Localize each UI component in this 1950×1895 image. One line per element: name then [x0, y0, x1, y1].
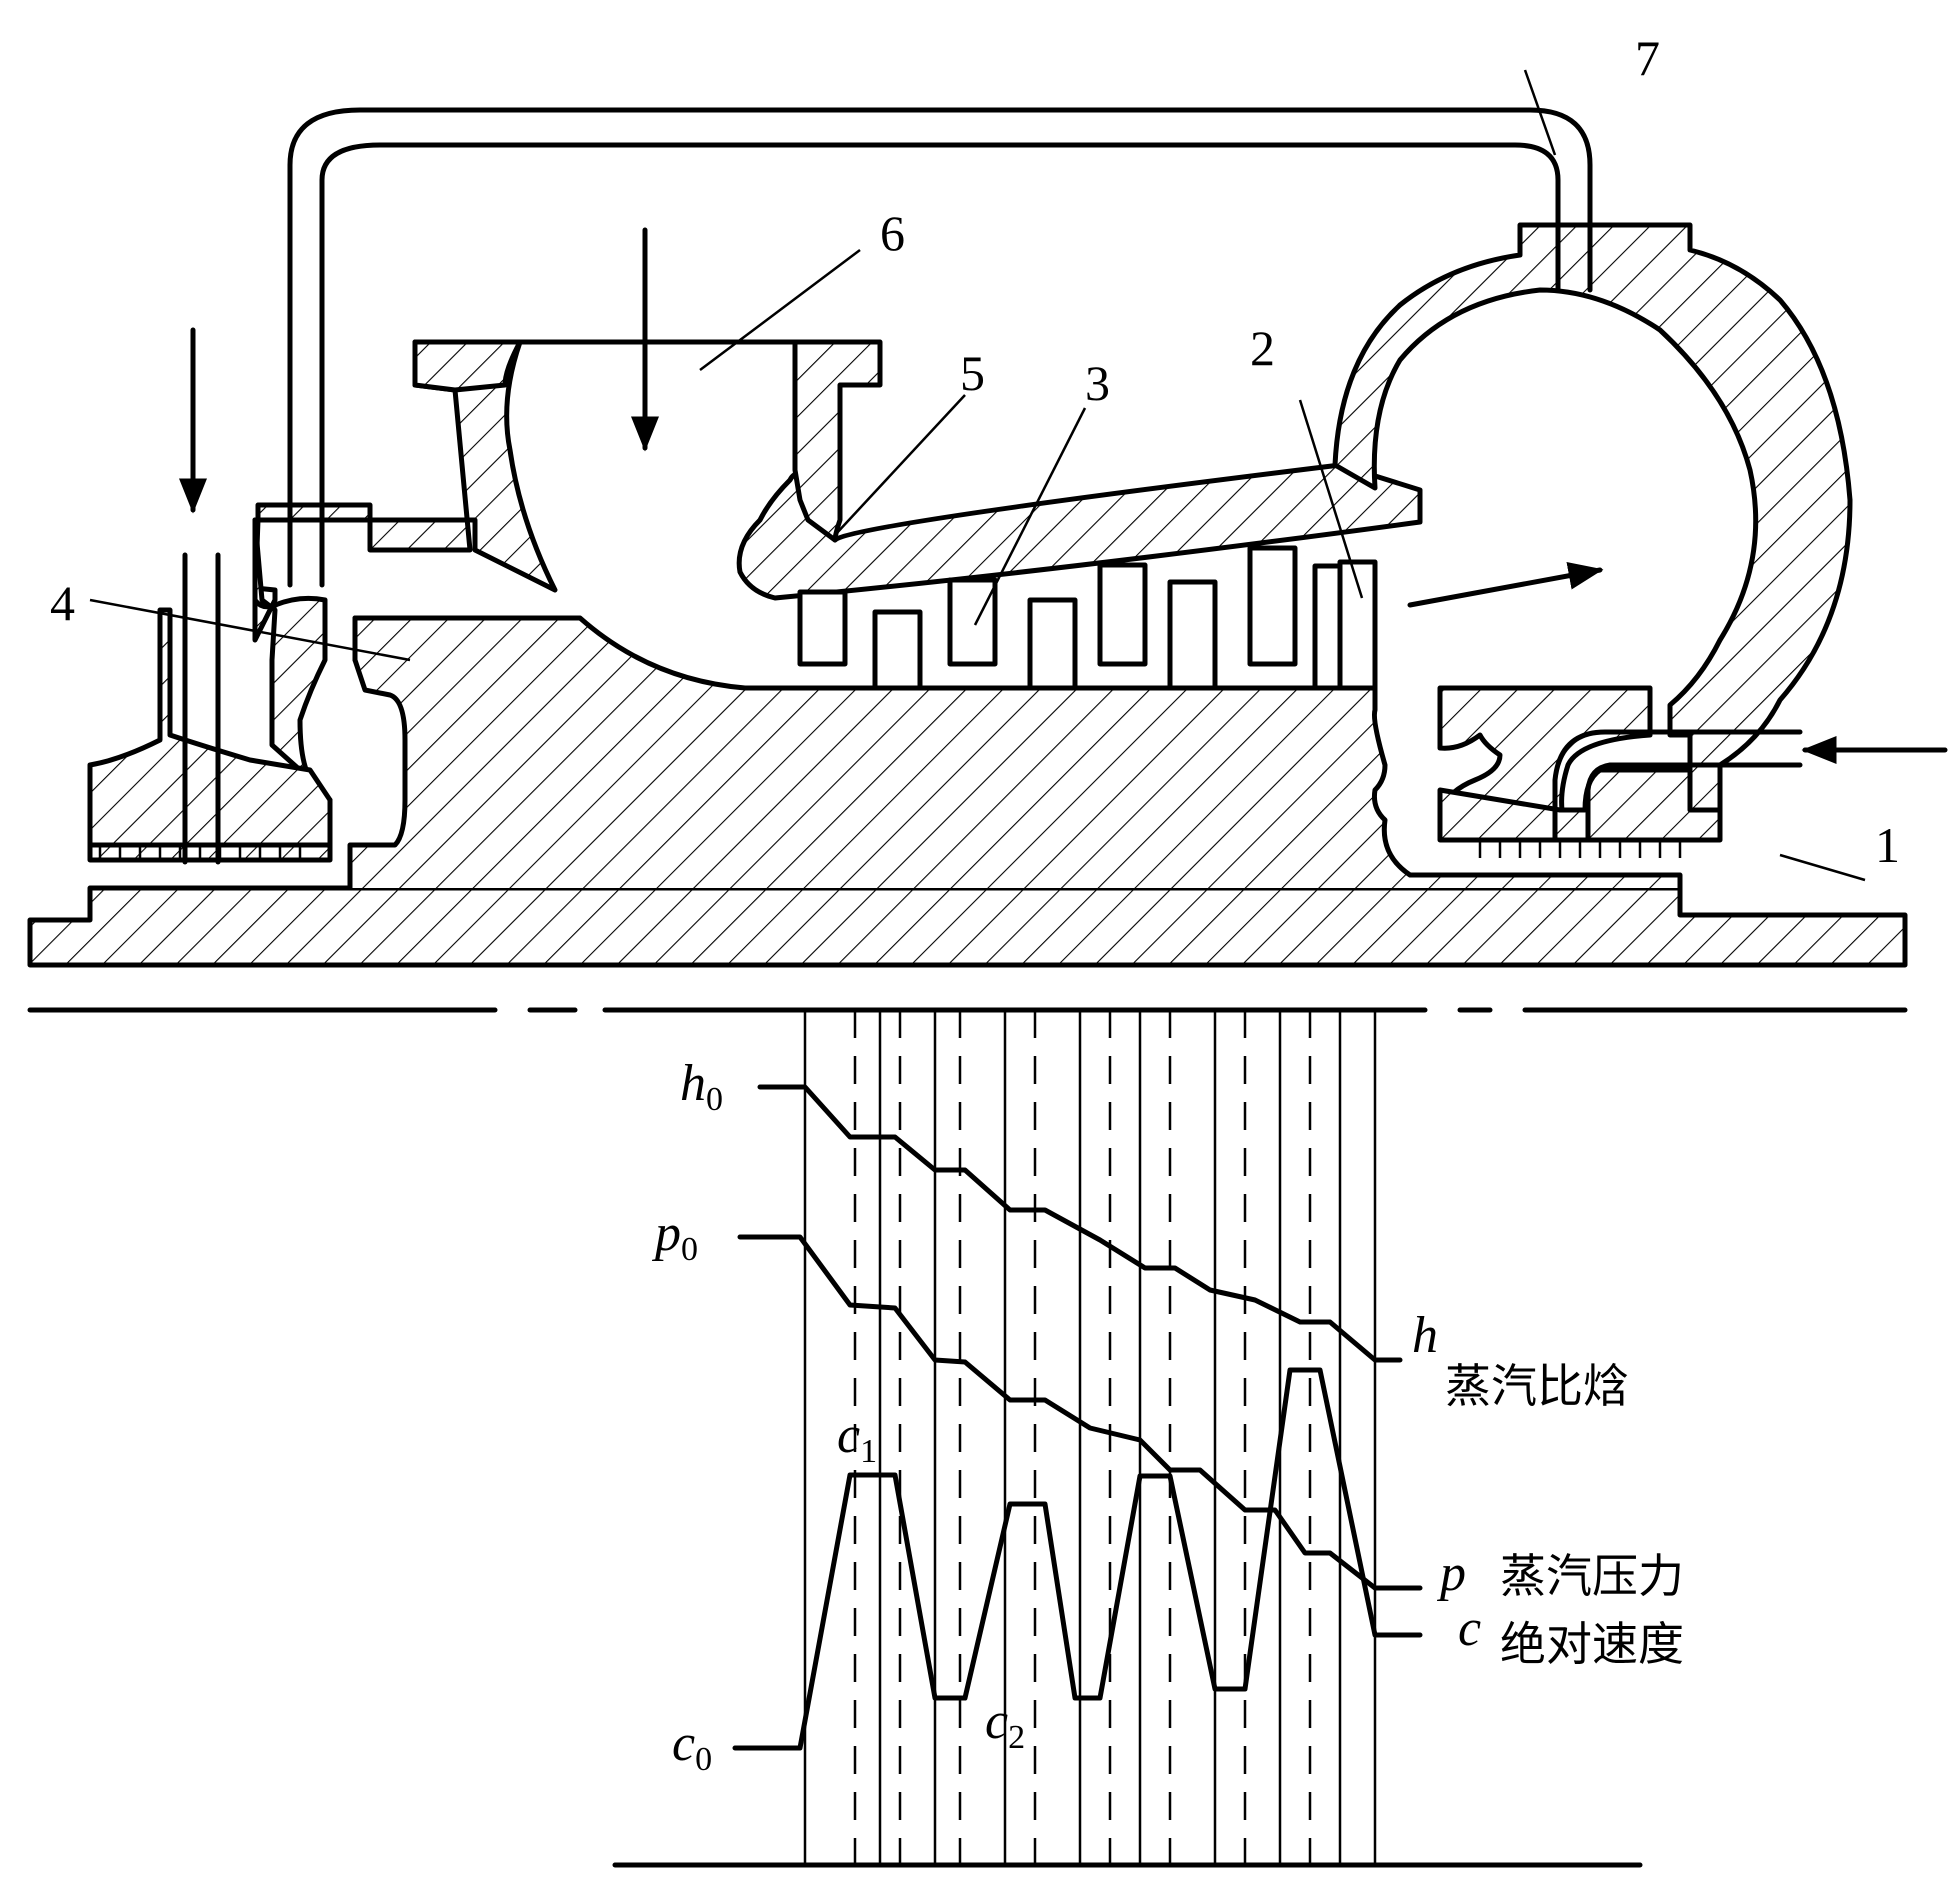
balance-pipe-outer: [287, 107, 1593, 588]
caption-h: 蒸汽比焓: [1445, 1359, 1629, 1413]
label-6: 6: [880, 205, 905, 261]
left-gland-seal: [87, 607, 333, 848]
label-c: c: [1458, 1600, 1481, 1657]
part-labels: 1 2 3 4 5 6 7: [50, 30, 1900, 873]
label-p0: p0: [651, 1205, 698, 1268]
right-gland-teeth: [1478, 840, 1682, 858]
label-4: 4: [50, 575, 75, 631]
label-7: 7: [1635, 30, 1660, 86]
label-p: p: [1436, 1545, 1466, 1602]
pressure-curve: [737, 1234, 1423, 1591]
right-gland-seal: [1437, 685, 1653, 813]
exhaust-arrow: [1407, 561, 1604, 608]
label-c2: c2: [985, 1693, 1025, 1756]
gland-steam-pipe-inner: [1585, 762, 1803, 843]
steam-inlet-left-wall: [252, 339, 558, 643]
shaft: [27, 885, 1908, 968]
gland-steam-pipe: [1552, 729, 1803, 843]
label-c0: c0: [672, 1715, 712, 1778]
label-h: h: [1412, 1307, 1438, 1364]
label-2: 2: [1250, 320, 1275, 376]
distribution-chart: [612, 1010, 1643, 1868]
leader-lines: [89, 69, 1866, 882]
label-c1: c1: [837, 1407, 877, 1470]
chart-labels: h0 p0 c0 c1 c2 h 蒸汽比焓 p 蒸汽压力 c 绝对速度: [651, 1055, 1684, 1778]
turbine-section: [27, 69, 1948, 968]
label-1: 1: [1875, 817, 1900, 873]
steam-inlet-flange-left: [412, 339, 523, 393]
steam-inlet-right-wall: [792, 339, 883, 543]
caption-c: 绝对速度: [1500, 1617, 1684, 1671]
enthalpy-curve: [757, 1084, 1403, 1363]
label-3: 3: [1085, 355, 1110, 411]
velocity-curve: [732, 1367, 1423, 1751]
caption-p: 蒸汽压力: [1500, 1549, 1684, 1603]
label-h0: h0: [680, 1055, 723, 1118]
balance-pipe-inner: [319, 142, 1561, 588]
stage-lines-dashed: [853, 1010, 1312, 1865]
label-5: 5: [960, 345, 985, 401]
